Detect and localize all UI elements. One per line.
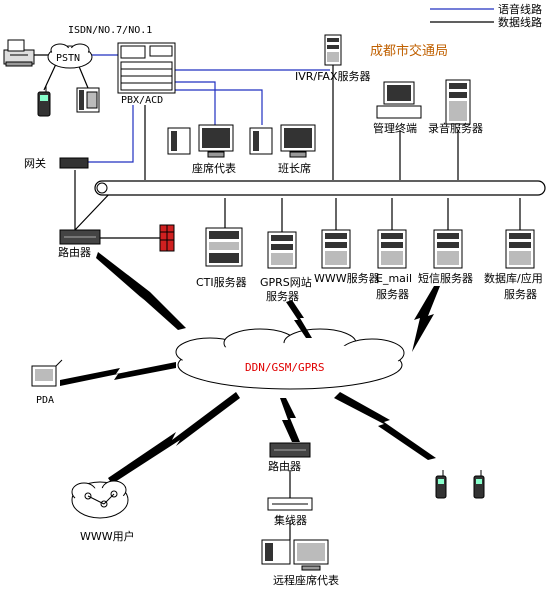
pbx-shift-voice-link [175,89,263,125]
shift-label: 班长席 [278,161,311,175]
hub-icon [267,497,313,511]
pbx-gateway-voice-link [88,105,134,163]
lan-bus-end-icon [96,182,108,194]
pstn-cloud: PSTN [47,43,93,69]
pda-cloud-bolt [60,362,176,386]
legend: 语音线路 数据线路 [430,2,542,29]
gateway-label: 网关 [24,156,46,170]
pbx-agent-voice-link [175,81,216,125]
router2-icon [269,442,311,458]
isdn-label: ISDN/NO.7/NO.1 [68,25,152,36]
diagram-title: 成都市交通局 [370,43,448,59]
www-user-label: WWW用户 [80,529,135,543]
record-label: 录音服务器 [428,121,483,135]
hub-label: 集线器 [274,513,307,527]
wwwuser-cloud-bolt [108,392,240,484]
ddn-gsm-gprs-cloud: DDN/GSM/GPRS [175,328,405,390]
wan-links [60,252,440,484]
voice-links [88,54,330,163]
mgmt-label: 管理终端 [373,121,417,135]
www-server-icon [321,229,351,269]
cloud-label: DDN/GSM/GPRS [245,361,324,374]
gprs-web-server-icon [267,231,297,269]
cti-label: CTI服务器 [196,276,247,289]
data-links [34,54,521,540]
shift-leader-workstation-icon [249,124,316,158]
router2-label: 路由器 [268,459,301,473]
pbx-acd-icon [117,42,176,94]
fax-icon [3,39,35,67]
email-server-icon [377,229,407,269]
ivr-server-icon [324,34,342,66]
bus-router-link [74,189,114,231]
router-icon [59,229,101,245]
gprs-label-line2: 服务器 [266,290,299,303]
firewall-icon [159,224,175,252]
pda-icon [31,359,63,387]
gateway-icon [59,157,89,169]
recording-server-icon [445,79,471,125]
agent-workstation-icon [167,124,234,158]
remote-agent-label: 远程座席代表 [273,573,339,587]
management-terminal-icon [376,81,422,119]
agent-label: 座席代表 [192,161,236,175]
pstn-label: PSTN [56,53,80,64]
sms-cloud-bolt [412,286,440,352]
mobile-phone-icon [435,470,447,499]
router-cloud-bolt [96,252,186,330]
mobiles-cloud-bolt [334,392,436,460]
lan-bus [94,180,546,196]
www-label: WWW服务器 [314,272,380,285]
email-label-line2: 服务器 [376,288,409,301]
pda-label: PDA [36,395,54,406]
ivr-label: IVR/FAX服务器 [295,70,371,83]
router-label: 路由器 [58,245,91,259]
sms-server-icon [433,229,463,269]
legend-voice-label: 语音线路 [498,2,542,16]
gprs-label-line1: GPRS网站 [260,275,312,289]
gprs-cloud-bolt [286,300,312,338]
database-server-icon [505,229,535,269]
email-label-line1: E_mail [376,272,412,285]
db-label-line1: 数据库/应用 [484,271,543,285]
remote-agent-workstation-icon [261,539,329,571]
db-label-line2: 服务器 [504,288,537,301]
router2-cloud-bolt [280,398,300,442]
legend-data-label: 数据线路 [498,15,542,29]
www-user-cloud-icon [71,480,129,519]
pbx-label: PBX/ACD [121,95,163,106]
sms-label: 短信服务器 [418,271,473,285]
pstn-phone-link [77,63,89,89]
mobile-phone-icon [473,470,485,499]
desk-phone-icon [76,87,100,113]
mobile-phone-icon [37,86,51,117]
pstn-mobile-link [43,63,57,91]
cti-server-icon [205,227,243,267]
